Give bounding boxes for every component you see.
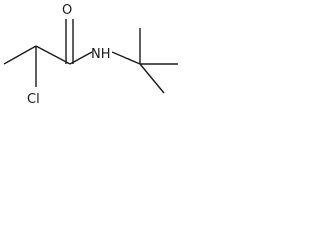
bond-tert-butyl-methyl-down	[139, 63, 165, 94]
bond-carbonyl-nitrogen	[69, 51, 93, 65]
atom-label-chlorine: Cl	[27, 92, 40, 107]
chemical-structure: O NH Cl	[3, 3, 178, 107]
bond-alpha-carbon-carbonyl	[35, 45, 71, 65]
atom-label-nitrogen-hydrogen: NH	[91, 47, 111, 62]
bond-nitrogen-tert-carbon	[111, 51, 141, 65]
bond-methyl-alpha-carbon	[3, 45, 37, 65]
atom-label-oxygen: O	[62, 3, 72, 18]
